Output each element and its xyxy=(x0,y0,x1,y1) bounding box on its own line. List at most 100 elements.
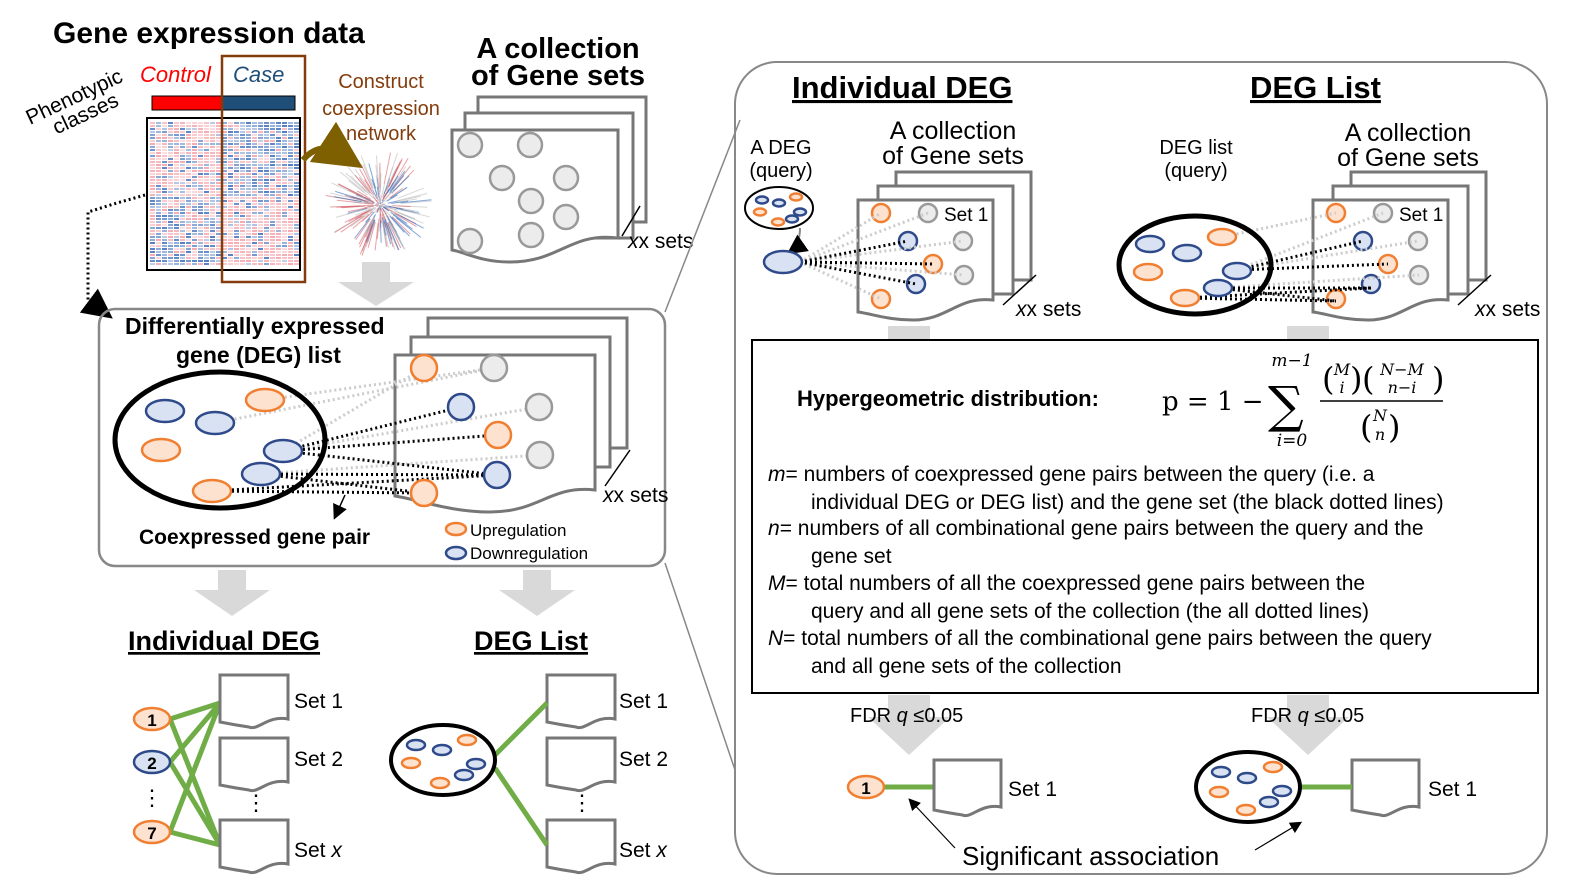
heatmap-cell xyxy=(276,227,281,229)
heatmap-cell xyxy=(180,197,185,199)
heatmap-cell xyxy=(180,236,185,238)
heatmap-cell xyxy=(234,149,239,151)
heatmap-cell xyxy=(204,206,209,208)
set-1-label: Set 1 xyxy=(944,205,988,226)
heatmap-cell xyxy=(276,146,281,148)
heatmap-cell xyxy=(294,191,299,193)
heatmap-cell xyxy=(216,191,221,193)
heatmap-cell xyxy=(150,131,155,133)
heatmap-cell xyxy=(240,245,245,247)
heatmap-cell xyxy=(234,251,239,253)
x-sets-label: xx sets xyxy=(1474,298,1540,321)
heatmap-cell xyxy=(252,176,257,178)
heatmap-cell xyxy=(198,221,203,223)
heatmap-cell xyxy=(150,188,155,190)
right-individual-deg-heading: Individual DEG xyxy=(792,70,1012,105)
heatmap-cell xyxy=(192,161,197,163)
heatmap-cell xyxy=(240,203,245,205)
heatmap-cell xyxy=(222,209,227,211)
heatmap-cell xyxy=(240,182,245,184)
heatmap-cell xyxy=(210,224,215,226)
heatmap-cell xyxy=(210,185,215,187)
network-edge xyxy=(365,200,375,205)
heatmap-cell xyxy=(294,221,299,223)
heatmap-cell xyxy=(252,257,257,259)
heatmap-cell xyxy=(192,128,197,130)
network-edge xyxy=(400,199,432,204)
heatmap-cell xyxy=(192,248,197,250)
heatmap-cell xyxy=(210,125,215,127)
heatmap-cell xyxy=(222,122,227,124)
heatmap-cell xyxy=(162,164,167,166)
heatmap-cell xyxy=(192,212,197,214)
heatmap-cell xyxy=(240,176,245,178)
heatmap-cell xyxy=(270,218,275,220)
heatmap-cell xyxy=(294,149,299,151)
heatmap-cell xyxy=(150,206,155,208)
heatmap-cell xyxy=(216,257,221,259)
heatmap-cell xyxy=(156,146,161,148)
down-arrow-icon xyxy=(499,570,575,616)
heatmap-cell xyxy=(246,242,251,244)
individual-deg-links xyxy=(167,700,223,848)
individual-deg-dotted-lines xyxy=(799,211,965,301)
svg-text:n−i: n−i xyxy=(1388,378,1417,397)
heatmap-cell xyxy=(156,137,161,139)
network-edge xyxy=(350,213,369,228)
heatmap-cell xyxy=(180,233,185,235)
heatmap-cell xyxy=(198,149,203,151)
heatmap-cell xyxy=(210,164,215,166)
heatmap-cell xyxy=(156,176,161,178)
heatmap-cell xyxy=(234,230,239,232)
network-edge xyxy=(388,206,403,210)
heatmap-cell xyxy=(168,209,173,211)
heatmap-cell xyxy=(222,149,227,151)
heatmap-cell xyxy=(228,263,233,265)
heatmap-cell xyxy=(258,203,263,205)
heatmap-cell xyxy=(228,191,233,193)
heatmap-cell xyxy=(282,218,287,220)
heatmap-cell xyxy=(192,137,197,139)
svg-text:): ) xyxy=(1432,360,1444,398)
heatmap-cell xyxy=(264,221,269,223)
heatmap-cell xyxy=(168,167,173,169)
heatmap-cell xyxy=(150,260,155,262)
heatmap-cell xyxy=(234,164,239,166)
heatmap-cell xyxy=(216,179,221,181)
heatmap-cell xyxy=(186,122,191,124)
heatmap-cell xyxy=(180,245,185,247)
heatmap-cell xyxy=(264,230,269,232)
heatmap-cell xyxy=(270,260,275,262)
heatmap-cell xyxy=(288,242,293,244)
heatmap-cell xyxy=(276,209,281,211)
heatmap-cell xyxy=(276,260,281,262)
heatmap-cell xyxy=(198,191,203,193)
heatmap-cell xyxy=(156,245,161,247)
heatmap-cell xyxy=(240,158,245,160)
heatmap-cell xyxy=(246,140,251,142)
heatmap-cell xyxy=(174,236,179,238)
heatmap-cell xyxy=(162,152,167,154)
down-arrow-icon xyxy=(868,695,950,755)
heatmap-cell xyxy=(156,122,161,124)
heatmap-cell xyxy=(186,185,191,187)
gene-set-stack-individual: Set 1 xyxy=(856,170,1037,322)
heatmap-cell xyxy=(252,254,257,256)
heatmap-cell xyxy=(240,236,245,238)
heatmap-cell xyxy=(204,215,209,217)
heatmap-cell xyxy=(294,164,299,166)
heatmap-cell xyxy=(216,218,221,220)
heatmap-cell xyxy=(234,215,239,217)
heatmap-cell xyxy=(282,128,287,130)
svg-text:2: 2 xyxy=(147,754,156,773)
heatmap-cell xyxy=(186,227,191,229)
heatmap-cell xyxy=(180,161,185,163)
heatmap-cell xyxy=(234,221,239,223)
heatmap-cell xyxy=(276,203,281,205)
heatmap-cell xyxy=(204,134,209,136)
heatmap-cell xyxy=(228,230,233,232)
heatmap-cell xyxy=(168,134,173,136)
heatmap-cell xyxy=(210,215,215,217)
heatmap-cell xyxy=(234,242,239,244)
heatmap-cell xyxy=(192,197,197,199)
